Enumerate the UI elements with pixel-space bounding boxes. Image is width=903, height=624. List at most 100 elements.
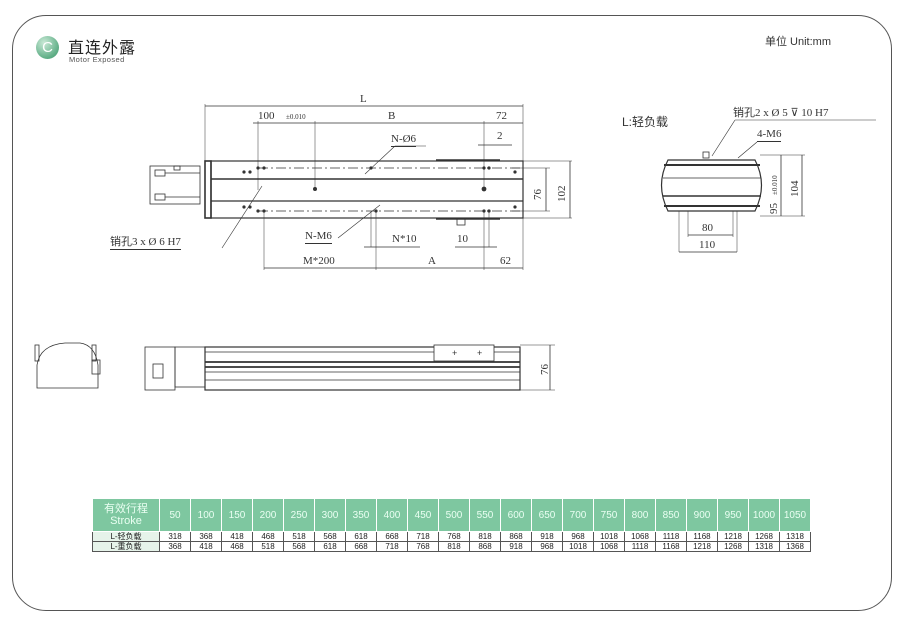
table-cell: 668	[376, 531, 408, 542]
side-view-drawing: ++	[34, 342, 555, 391]
end-view-caption: L:轻负载	[622, 115, 669, 129]
table-cell: 668	[345, 541, 377, 552]
end-view-drawing	[660, 119, 876, 253]
table-cell: 818	[438, 541, 470, 552]
table-cell: 768	[438, 531, 470, 542]
table-cell: 618	[345, 531, 377, 542]
stroke-header-sub: Stroke	[110, 515, 142, 527]
row-label: L-重负载	[92, 541, 160, 552]
stroke-header: 100	[190, 498, 222, 532]
row-label: L-轻负载	[92, 531, 160, 542]
table-cell: 418	[221, 531, 253, 542]
table-cell: 1118	[655, 531, 687, 542]
dim-95: 95	[768, 203, 780, 214]
table-cell: 968	[531, 541, 563, 552]
stroke-header: 650	[531, 498, 563, 532]
svg-text:+: +	[477, 348, 482, 358]
dim-L: L	[360, 93, 367, 105]
stroke-header: 250	[283, 498, 315, 532]
stroke-header: 900	[686, 498, 718, 532]
table-cell: 1168	[686, 531, 718, 542]
stroke-header: 950	[717, 498, 749, 532]
table-cell: 1218	[686, 541, 718, 552]
end-pin-hole-label: 销孔2 x Ø 5 ⊽ 10 H7	[733, 107, 829, 119]
dim-m200: M*200	[303, 255, 335, 267]
table-cell: 768	[407, 541, 439, 552]
table-cell: 868	[469, 541, 501, 552]
stroke-header: 700	[562, 498, 594, 532]
dim-B: B	[388, 110, 396, 122]
table-cell: 318	[159, 531, 191, 542]
stroke-header: 200	[252, 498, 284, 532]
table-cell: 818	[469, 531, 501, 542]
table-cell: 518	[283, 531, 315, 542]
stroke-header: 1050	[779, 498, 811, 532]
table-cell: 1368	[779, 541, 811, 552]
table-cell: 1118	[624, 541, 656, 552]
table-cell: 568	[314, 531, 346, 542]
top-view-drawing	[149, 104, 572, 270]
stroke-header: 600	[500, 498, 532, 532]
stroke-header: 450	[407, 498, 439, 532]
end-thread-label: 4-M6	[757, 128, 782, 142]
table-cell: 868	[500, 531, 532, 542]
table-cell: 1268	[717, 541, 749, 552]
svg-text:+: +	[452, 348, 457, 358]
stroke-header: 350	[345, 498, 377, 532]
dim-102: 102	[556, 185, 568, 203]
table-cell: 1268	[748, 531, 780, 542]
table-cell: 1018	[593, 531, 625, 542]
dim-72: 72	[496, 110, 507, 122]
section-logo-icon: C	[36, 36, 59, 59]
stroke-header: 300	[314, 498, 346, 532]
table-cell: 568	[283, 541, 315, 552]
table-cell: 468	[221, 541, 253, 552]
dim-104: 104	[789, 180, 801, 198]
table-cell: 468	[252, 531, 284, 542]
page-title: 直连外露	[68, 40, 137, 57]
table-cell: 1068	[593, 541, 625, 552]
dim-62: 62	[500, 255, 511, 267]
stroke-header: 50	[159, 498, 191, 532]
dim-95-tolerance: ±0.010	[771, 175, 779, 195]
table-cell: 918	[531, 531, 563, 542]
table-cell: 418	[190, 541, 222, 552]
stroke-header: 550	[469, 498, 501, 532]
page-frame	[12, 15, 892, 611]
dim-80: 80	[702, 222, 713, 234]
dim-n10: N*10	[392, 233, 417, 245]
table-cell: 368	[159, 541, 191, 552]
pin-hole-label: 销孔3 x Ø 6 H7	[110, 236, 181, 250]
side-dim-76: 76	[539, 364, 551, 375]
table-cell: 368	[190, 531, 222, 542]
stroke-header: 850	[655, 498, 687, 532]
dim-110: 110	[699, 239, 716, 251]
table-cell: 968	[562, 531, 594, 542]
thread-n-m6-label: N-M6	[305, 230, 332, 244]
unit-label: 单位 Unit:mm	[765, 36, 831, 48]
dim-10: 10	[457, 233, 468, 245]
stroke-header: 800	[624, 498, 656, 532]
stroke-header: 500	[438, 498, 470, 532]
dim-100: 100	[258, 110, 275, 122]
stroke-header-label: 有效行程	[104, 503, 148, 515]
table-cell: 1168	[655, 541, 687, 552]
table-cell: 1318	[748, 541, 780, 552]
dim-A: A	[428, 255, 436, 267]
stroke-header: 750	[593, 498, 625, 532]
table-cell: 718	[376, 541, 408, 552]
table-cell: 1318	[779, 531, 811, 542]
table-cell: 1068	[624, 531, 656, 542]
table-cell: 918	[500, 541, 532, 552]
dim-2: 2	[497, 130, 503, 142]
dim-tolerance: ±0.010	[286, 113, 306, 121]
table-cell: 1218	[717, 531, 749, 542]
dim-76: 76	[532, 189, 544, 200]
table-cell: 618	[314, 541, 346, 552]
hole-n-phi6-label: N-Ø6	[391, 133, 417, 147]
